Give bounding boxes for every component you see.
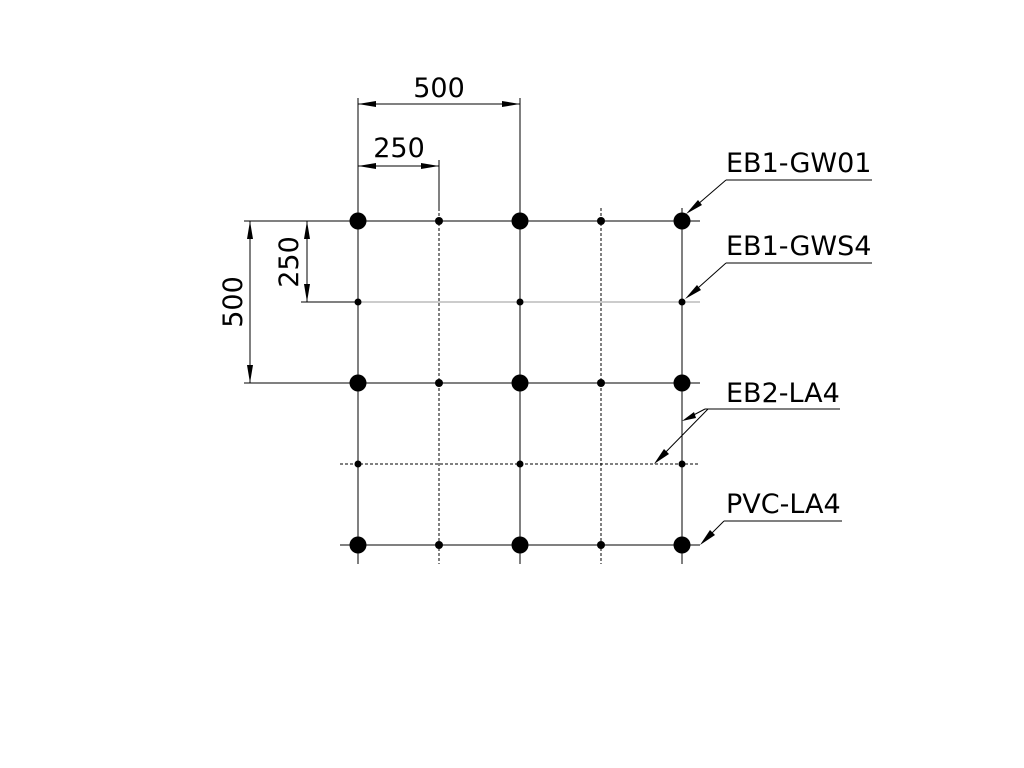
dimension-horizontal-250: 250 [358,133,440,210]
label-pvc-la4: PVC-LA4 [726,489,841,520]
bar-small [597,541,605,549]
bar-large [511,536,529,554]
dimension-text-250-left: 250 [274,236,305,288]
bar-small [354,460,362,468]
label-eb2-la4: EB2-LA4 [726,378,840,409]
bar-small [678,298,686,306]
leader-pvc-la4: PVC-LA4 [700,489,842,545]
bar-small [597,379,605,387]
dimension-vertical-500: 500 [218,220,358,384]
bar-large [511,374,529,392]
dimension-vertical-250: 250 [274,221,358,303]
bar-large [511,212,529,230]
bar-small [516,460,524,468]
label-eb1-gws4: EB1-GWS4 [726,231,871,262]
bar-small [516,298,524,306]
dimension-horizontal-500: 500 [357,73,521,210]
leader-eb2-la4: EB2-LA4 [654,378,840,464]
dimension-text-500-top: 500 [413,73,465,104]
dimension-text-500-left: 500 [218,276,249,328]
bar-small [435,379,443,387]
bar-small [678,460,686,468]
dimension-text-250-top: 250 [373,133,425,164]
bar-small [435,541,443,549]
leader-eb1-gw01: EB1-GW01 [686,148,872,214]
bar-large [673,374,691,392]
label-eb1-gw01: EB1-GW01 [726,148,871,179]
bar-small [435,217,443,225]
leader-eb1-gws4: EB1-GWS4 [685,231,872,299]
bar-large [673,212,691,230]
bar-large [673,536,691,554]
bar-small [597,217,605,225]
bar-large [349,536,367,554]
